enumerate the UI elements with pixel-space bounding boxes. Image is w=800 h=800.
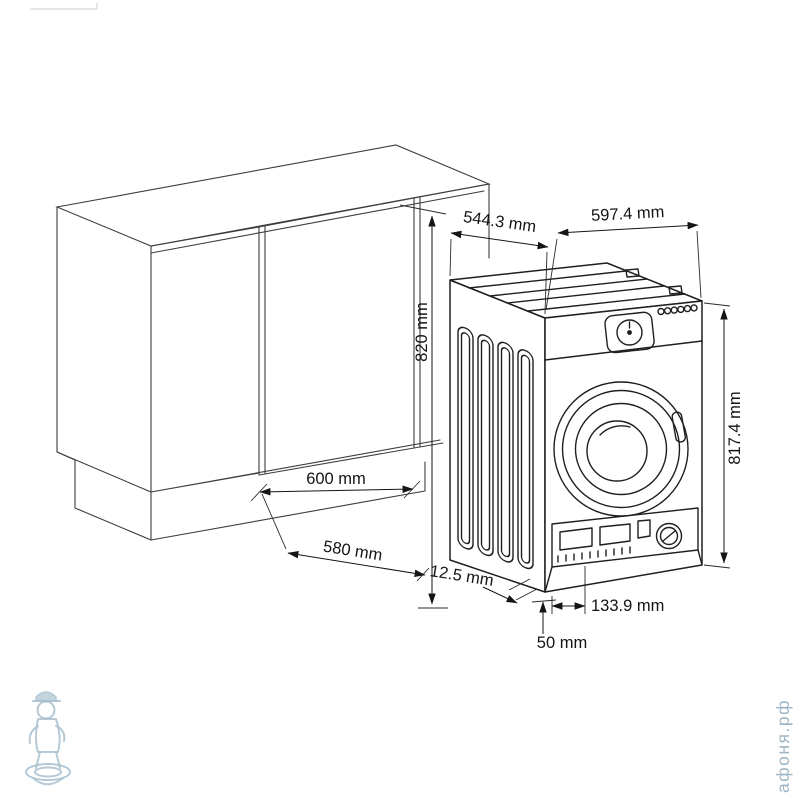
dim-label-niche-depth: 580 mm bbox=[322, 538, 384, 565]
machine-side-ribs bbox=[457, 326, 534, 570]
dimension-machine-width: 597.4 mm bbox=[545, 203, 702, 311]
door-glass bbox=[586, 420, 648, 482]
washing-machine-drawing bbox=[449, 262, 703, 593]
dim-label-niche-height: 820 mm bbox=[413, 302, 431, 362]
dim-label-top-depth: 544.3 mm bbox=[462, 208, 537, 236]
machine-top-frame bbox=[468, 268, 686, 312]
control-buttons bbox=[657, 304, 698, 316]
machine-control-panel bbox=[544, 304, 703, 361]
program-knob-bezel bbox=[604, 311, 655, 354]
dim-label-machine-height: 817.4 mm bbox=[726, 391, 744, 464]
dimension-niche-height: 820 mm bbox=[399, 204, 448, 609]
cabinet-niche-drawing bbox=[55, 144, 491, 541]
dimension-machine-height: 817.4 mm bbox=[703, 302, 744, 569]
dimension-plinth-recess: 133.9 mm bbox=[551, 566, 664, 615]
dimension-niche-depth: 580 mm bbox=[261, 493, 430, 582]
brand-watermark-text: афоня.рф bbox=[773, 699, 793, 793]
door-handle bbox=[671, 411, 687, 443]
page-border-artifact bbox=[30, 3, 98, 10]
dim-label-niche-width: 600 mm bbox=[306, 470, 366, 488]
dim-label-machine-width: 597.4 mm bbox=[591, 203, 665, 225]
dim-label-bottom-clearance: 50 mm bbox=[537, 634, 587, 652]
program-knob bbox=[616, 319, 643, 346]
machine-kick-panel bbox=[544, 507, 703, 593]
dimension-bottom-clearance: 50 mm bbox=[531, 599, 587, 652]
plumber-mascot-watermark bbox=[25, 691, 71, 786]
drain-filter-cap bbox=[655, 522, 683, 550]
dim-label-plinth-recess: 133.9 mm bbox=[591, 597, 664, 615]
dimension-niche-width: 600 mm bbox=[250, 470, 421, 502]
kick-panel-vents bbox=[557, 546, 631, 563]
